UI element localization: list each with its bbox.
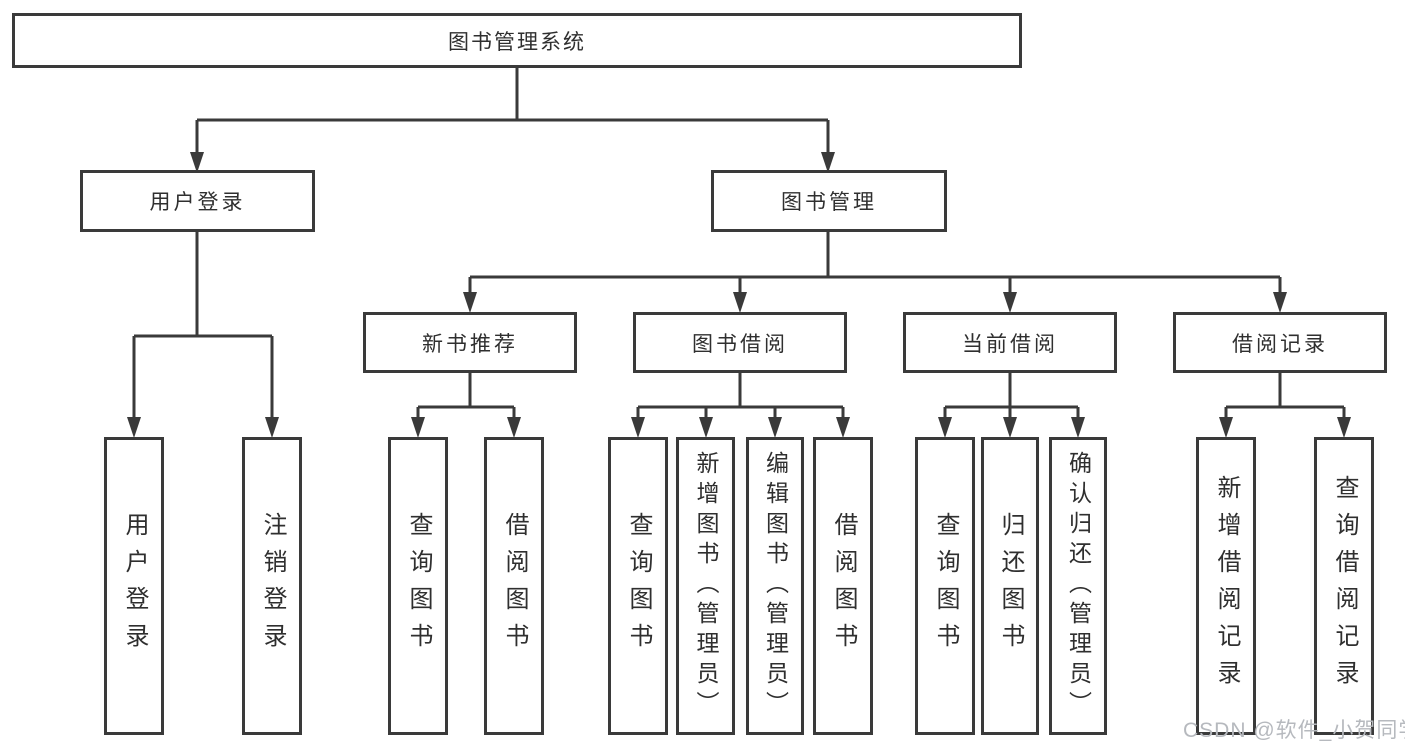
leaf-label: 借阅图书 — [830, 512, 857, 660]
leaf-label: 确认归还（管理员） — [1065, 451, 1092, 721]
node-leaf-borrow-books-2: 借阅图书 — [813, 437, 873, 735]
node-leaf-confirm-return-admin: 确认归还（管理员） — [1049, 437, 1107, 735]
node-leaf-query-borrow-record: 查询借阅记录 — [1314, 437, 1374, 735]
node-new-book-recommend-label: 新书推荐 — [422, 332, 518, 356]
node-book-management-label: 图书管理 — [781, 191, 877, 214]
node-book-management: 图书管理 — [711, 170, 947, 232]
leaf-label: 编辑图书（管理员） — [762, 451, 789, 721]
node-leaf-query-books-2: 查询图书 — [608, 437, 668, 735]
leaf-label: 借阅图书 — [501, 512, 528, 660]
leaf-label: 查询借阅记录 — [1331, 475, 1358, 697]
node-library-system: 图书管理系统 — [12, 13, 1022, 68]
leaf-label: 新增图书（管理员） — [693, 451, 719, 721]
leaf-label: 查询图书 — [932, 512, 959, 660]
node-leaf-return-books: 归还图书 — [981, 437, 1039, 735]
leaf-label: 查询图书 — [625, 512, 652, 660]
leaf-label: 新增借阅记录 — [1213, 475, 1240, 697]
node-borrowing-records: 借阅记录 — [1173, 312, 1387, 373]
node-book-borrowing-label: 图书借阅 — [692, 332, 788, 356]
leaf-label: 注销登录 — [259, 512, 286, 660]
node-leaf-query-books-1: 查询图书 — [388, 437, 448, 735]
arrowhead-icons — [127, 152, 1351, 438]
node-leaf-add-borrow-record: 新增借阅记录 — [1196, 437, 1256, 735]
node-borrowing-records-label: 借阅记录 — [1232, 332, 1328, 356]
node-current-borrowing-label: 当前借阅 — [962, 332, 1058, 356]
node-leaf-query-books-3: 查询图书 — [915, 437, 975, 735]
node-library-system-label: 图书管理系统 — [448, 30, 586, 54]
node-leaf-edit-book-admin: 编辑图书（管理员） — [746, 437, 804, 735]
node-user-login-label: 用户登录 — [149, 191, 246, 214]
leaf-label: 用户登录 — [121, 512, 148, 660]
node-new-book-recommend: 新书推荐 — [363, 312, 577, 373]
node-leaf-logout: 注销登录 — [242, 437, 302, 735]
node-book-borrowing: 图书借阅 — [633, 312, 847, 373]
leaf-label: 归还图书 — [997, 512, 1024, 660]
leaf-label: 查询图书 — [405, 512, 432, 660]
node-user-login: 用户登录 — [80, 170, 315, 232]
node-leaf-add-book-admin: 新增图书（管理员） — [676, 437, 735, 735]
csdn-watermark: CSDN @软件_小贺同学 — [1183, 719, 1405, 742]
connector-lines — [132, 68, 1346, 421]
node-current-borrowing: 当前借阅 — [903, 312, 1117, 373]
node-leaf-borrow-books-1: 借阅图书 — [484, 437, 544, 735]
node-leaf-user-login: 用户登录 — [104, 437, 164, 735]
